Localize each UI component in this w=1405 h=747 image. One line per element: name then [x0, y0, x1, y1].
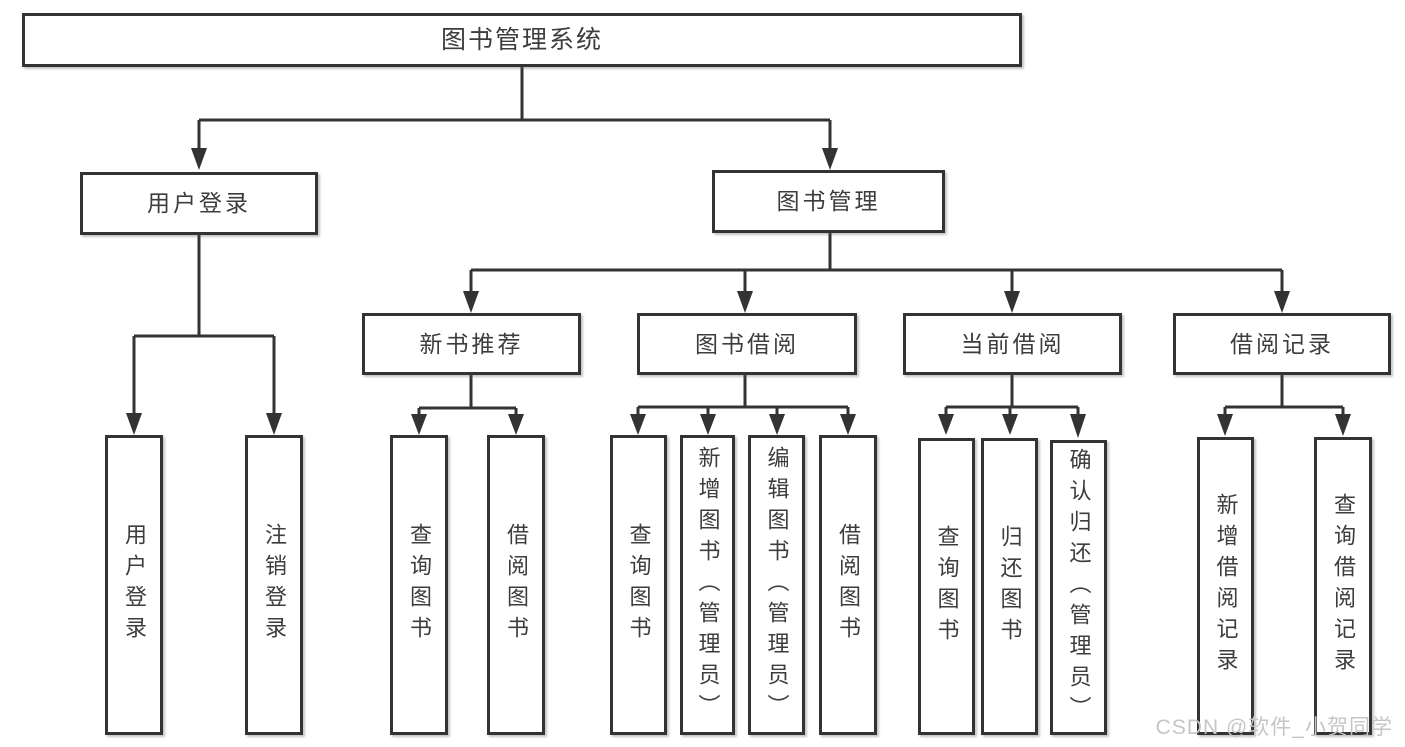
leaf-query-borrow-record: 查询借阅记录 — [1314, 437, 1372, 735]
leaf-borrow-query-books: 查询图书 — [610, 435, 667, 735]
connector-book-management — [463, 233, 1290, 313]
node-current-borrow: 当前借阅 — [903, 313, 1122, 375]
arrowhead — [463, 291, 479, 313]
leaf-recommend-query-books: 查询图书 — [390, 435, 448, 735]
node-book-management: 图书管理 — [712, 170, 945, 233]
arrowhead — [1004, 291, 1020, 313]
node-book-borrow: 图书借阅 — [637, 313, 857, 375]
arrowhead — [411, 414, 427, 435]
leaf-user-login: 用户登录 — [105, 435, 163, 735]
connector-borrow-records — [1217, 375, 1351, 436]
arrowhead — [126, 413, 142, 435]
leaf-logout: 注销登录 — [245, 435, 303, 735]
arrowhead — [1070, 414, 1086, 438]
connector-user-login — [126, 235, 282, 435]
arrowhead — [840, 414, 856, 435]
arrowhead — [266, 413, 282, 435]
csdn-watermark: CSDN @软件_小贺同学 — [1155, 716, 1393, 739]
leaf-current-query-books: 查询图书 — [918, 438, 975, 735]
arrowhead — [1274, 291, 1290, 313]
arrowhead — [1217, 414, 1233, 436]
connector-current-borrow — [938, 375, 1086, 438]
arrowhead — [191, 148, 207, 170]
leaf-confirm-return-admin: 确认归还（管理员） — [1050, 440, 1107, 735]
node-user-login: 用户登录 — [80, 172, 318, 235]
arrowhead — [938, 414, 954, 435]
arrowhead — [700, 414, 716, 435]
leaf-return-books: 归还图书 — [981, 438, 1038, 735]
leaf-recommend-borrow-books: 借阅图书 — [487, 435, 545, 735]
node-root: 图书管理系统 — [22, 13, 1022, 67]
connector-root — [191, 67, 838, 170]
connector-book-borrow — [630, 375, 856, 435]
leaf-add-borrow-record: 新增借阅记录 — [1197, 437, 1254, 735]
arrowhead — [630, 414, 646, 435]
arrowhead — [822, 148, 838, 170]
arrowhead — [508, 414, 524, 435]
node-new-book-recommend: 新书推荐 — [362, 313, 581, 375]
leaf-add-books-admin: 新增图书（管理员） — [680, 435, 735, 735]
leaf-edit-books-admin: 编辑图书（管理员） — [748, 435, 805, 735]
arrowhead — [1335, 414, 1351, 436]
node-borrow-records: 借阅记录 — [1173, 313, 1391, 375]
leaf-borrow-books: 借阅图书 — [819, 435, 877, 735]
arrowhead — [737, 291, 753, 313]
connector-new-book-recommend — [411, 375, 524, 435]
arrowhead — [1002, 414, 1018, 435]
arrowhead — [769, 414, 785, 435]
